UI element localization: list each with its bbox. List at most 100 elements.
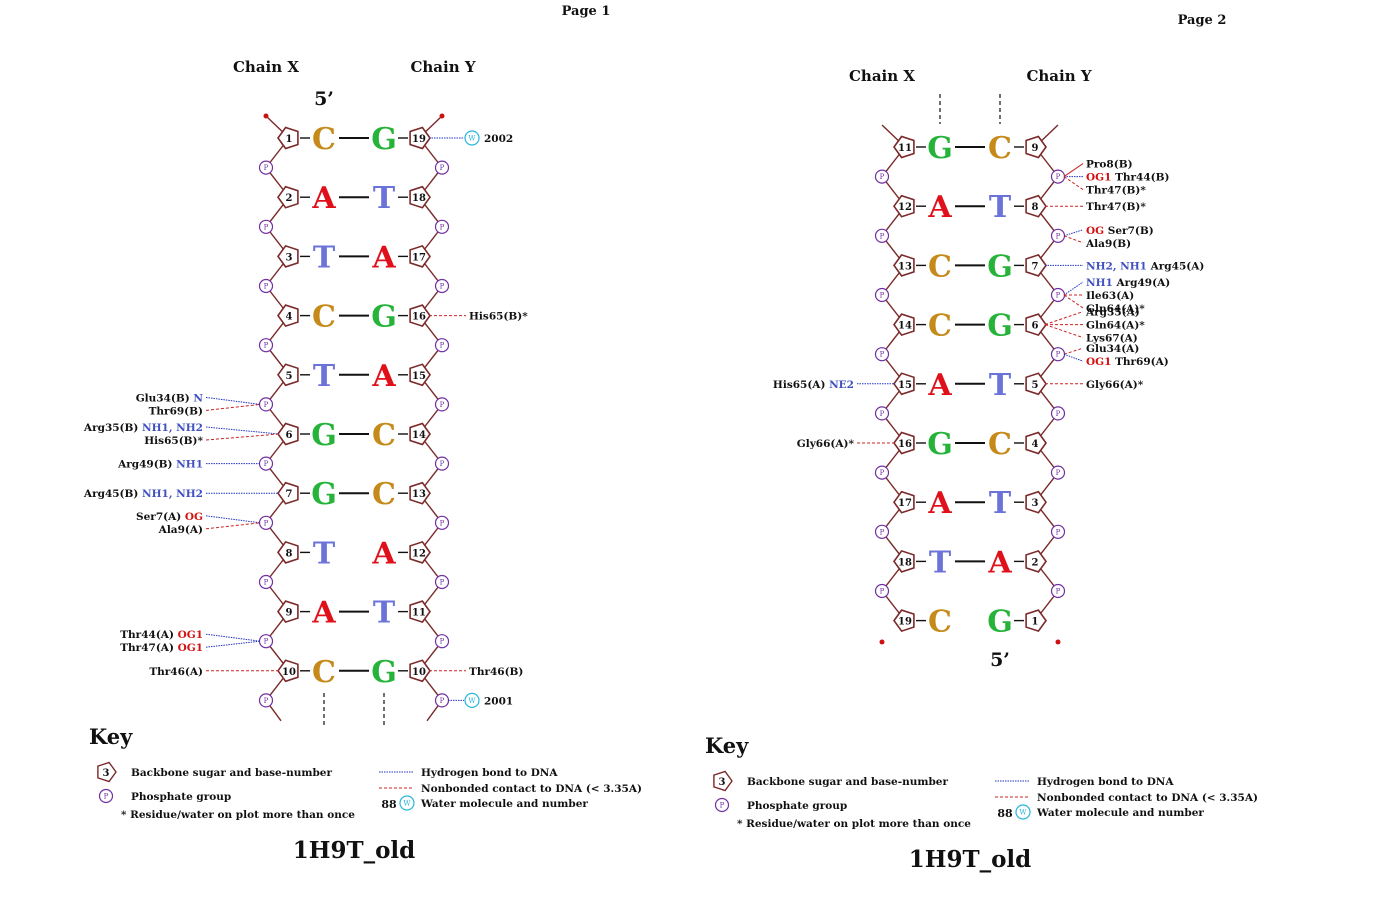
water-icon <box>1015 804 1031 820</box>
sugar-pentagon-icon <box>1025 194 1047 218</box>
sugar-number: 2 <box>1032 557 1039 568</box>
sugar-pentagon-icon <box>1025 609 1047 633</box>
residue-name: Ser7(B) <box>1104 225 1154 237</box>
phosphate-icon <box>258 278 274 294</box>
nucleotide-base: C <box>372 418 396 453</box>
sugar-pentagon-icon <box>409 244 431 268</box>
sugar-pentagon-icon <box>893 135 915 159</box>
residue-name: Gln64(A)* <box>1086 303 1145 315</box>
residue-label: His65(B)* <box>469 311 528 323</box>
key-sugar-label: Backbone sugar and base-number <box>131 767 332 779</box>
nonbonded-contact-line <box>1063 294 1084 309</box>
backbone-strand-right <box>418 115 443 722</box>
phosphate-symbol: P <box>880 469 885 477</box>
sugar-pentagon-icon <box>277 422 299 446</box>
atom-name: OG <box>185 511 203 523</box>
nucleotide-base: A <box>927 190 952 225</box>
sugar-number: 6 <box>286 430 293 441</box>
nucleotide-base: G <box>927 427 953 462</box>
key-water-label: Water molecule and number <box>420 798 588 810</box>
sugar-number: 14 <box>412 430 426 441</box>
phosphate-icon <box>98 788 114 804</box>
page-label: Page 2 <box>1178 13 1227 28</box>
phosphate-icon <box>258 160 274 175</box>
nucleotide-base: T <box>989 486 1012 521</box>
nucleotide-base: C <box>988 427 1012 462</box>
sugar-pentagon-icon <box>893 431 915 455</box>
water-icon <box>464 692 480 709</box>
phosphate-icon <box>258 693 274 708</box>
phosphate-symbol: P <box>264 401 269 409</box>
nucleotide-base: A <box>311 596 336 631</box>
phosphate-icon <box>1050 524 1066 539</box>
residue-name: Arg49(A) <box>1113 277 1170 289</box>
nucleotide-base: G <box>987 309 1013 344</box>
nonbonded-contact-line <box>1044 324 1084 339</box>
phosphate-icon <box>434 278 450 294</box>
sugar-number: 3 <box>1032 498 1039 509</box>
residue-name: Thr46(B) <box>469 666 523 678</box>
residue-label: Thr47(B)* <box>1086 185 1146 197</box>
residue-label: His65(B)* <box>144 435 203 447</box>
phosphate-icon <box>1050 406 1066 421</box>
phosphate-icon <box>1050 465 1066 480</box>
residue-name: Ser7(A) <box>136 511 185 523</box>
nucleotide-base: A <box>311 181 336 216</box>
sugar-pentagon-icon <box>409 363 431 387</box>
sugar-number: 9 <box>1032 143 1039 154</box>
sugar-number: 1 <box>1032 617 1039 628</box>
sugar-pentagon-icon <box>277 185 299 209</box>
nonbonded-contact-line <box>1063 176 1084 191</box>
residue-label: Ile63(A) <box>1086 290 1134 302</box>
phosphate-symbol: P <box>1056 292 1061 300</box>
phosphate-symbol: P <box>440 460 445 468</box>
strand-terminus-icon <box>1055 639 1061 645</box>
residue-label: Arg49(B) NH1 <box>117 459 203 471</box>
sugar-number: 1 <box>286 134 293 145</box>
residue-name: Glu34(A) <box>1086 343 1139 355</box>
nucleotide-base: C <box>928 249 952 284</box>
residue-name: Thr46(A) <box>149 666 203 678</box>
sugar-pentagon-icon <box>1025 490 1047 514</box>
sugar-pentagon-icon <box>277 600 299 624</box>
phosphate-symbol: P <box>440 638 445 646</box>
water-symbol: W <box>468 135 476 143</box>
sugar-number: 5 <box>1032 380 1039 391</box>
hydrogen-bond-line <box>205 640 261 648</box>
water-symbol: W <box>468 697 476 705</box>
nucleotide-base: T <box>989 190 1012 225</box>
residue-label: Arg45(B) NH1, NH2 <box>83 488 203 500</box>
phosphate-symbol: P <box>880 232 885 240</box>
phosphate-symbol: P <box>264 283 269 291</box>
key-water-label: Water molecule and number <box>1036 807 1204 819</box>
sugar-pentagon-icon <box>893 549 915 573</box>
phosphate-icon <box>434 515 450 530</box>
sugar-number: 12 <box>898 202 912 213</box>
residue-label: Glu34(A) <box>1086 343 1139 355</box>
sugar-number: 16 <box>412 312 426 323</box>
phosphate-symbol: P <box>440 342 445 350</box>
nucleotide-base: G <box>371 122 397 157</box>
sugar-pentagon-icon <box>409 600 431 624</box>
residue-label: NH2, NH1 Arg45(A) <box>1086 260 1204 272</box>
phosphate-symbol: P <box>440 283 445 291</box>
residue-name: Gly66(A)* <box>797 438 855 450</box>
residue-label: Thr46(A) <box>149 666 203 678</box>
phosphate-symbol: P <box>440 164 445 172</box>
atom-name: NH2, NH1 <box>1086 260 1147 272</box>
sugar-number: 2 <box>286 193 293 204</box>
chain-x-label: Chain X <box>849 67 915 85</box>
residue-name: Arg45(A) <box>1147 260 1204 272</box>
residue-name: Pro8(B) <box>1086 159 1133 171</box>
phosphate-icon <box>434 634 450 649</box>
phosphate-symbol: P <box>880 173 885 181</box>
residue-label: Gln64(A)* <box>1086 320 1145 332</box>
phosphate-icon <box>874 583 890 599</box>
nucleotide-base: T <box>313 359 336 394</box>
residue-name: Thr44(B) <box>1111 172 1169 184</box>
atom-name: NH1, NH2 <box>142 422 203 434</box>
key-star-label: * Residue/water on plot more than once <box>121 809 355 821</box>
phosphate-symbol: P <box>880 292 885 300</box>
